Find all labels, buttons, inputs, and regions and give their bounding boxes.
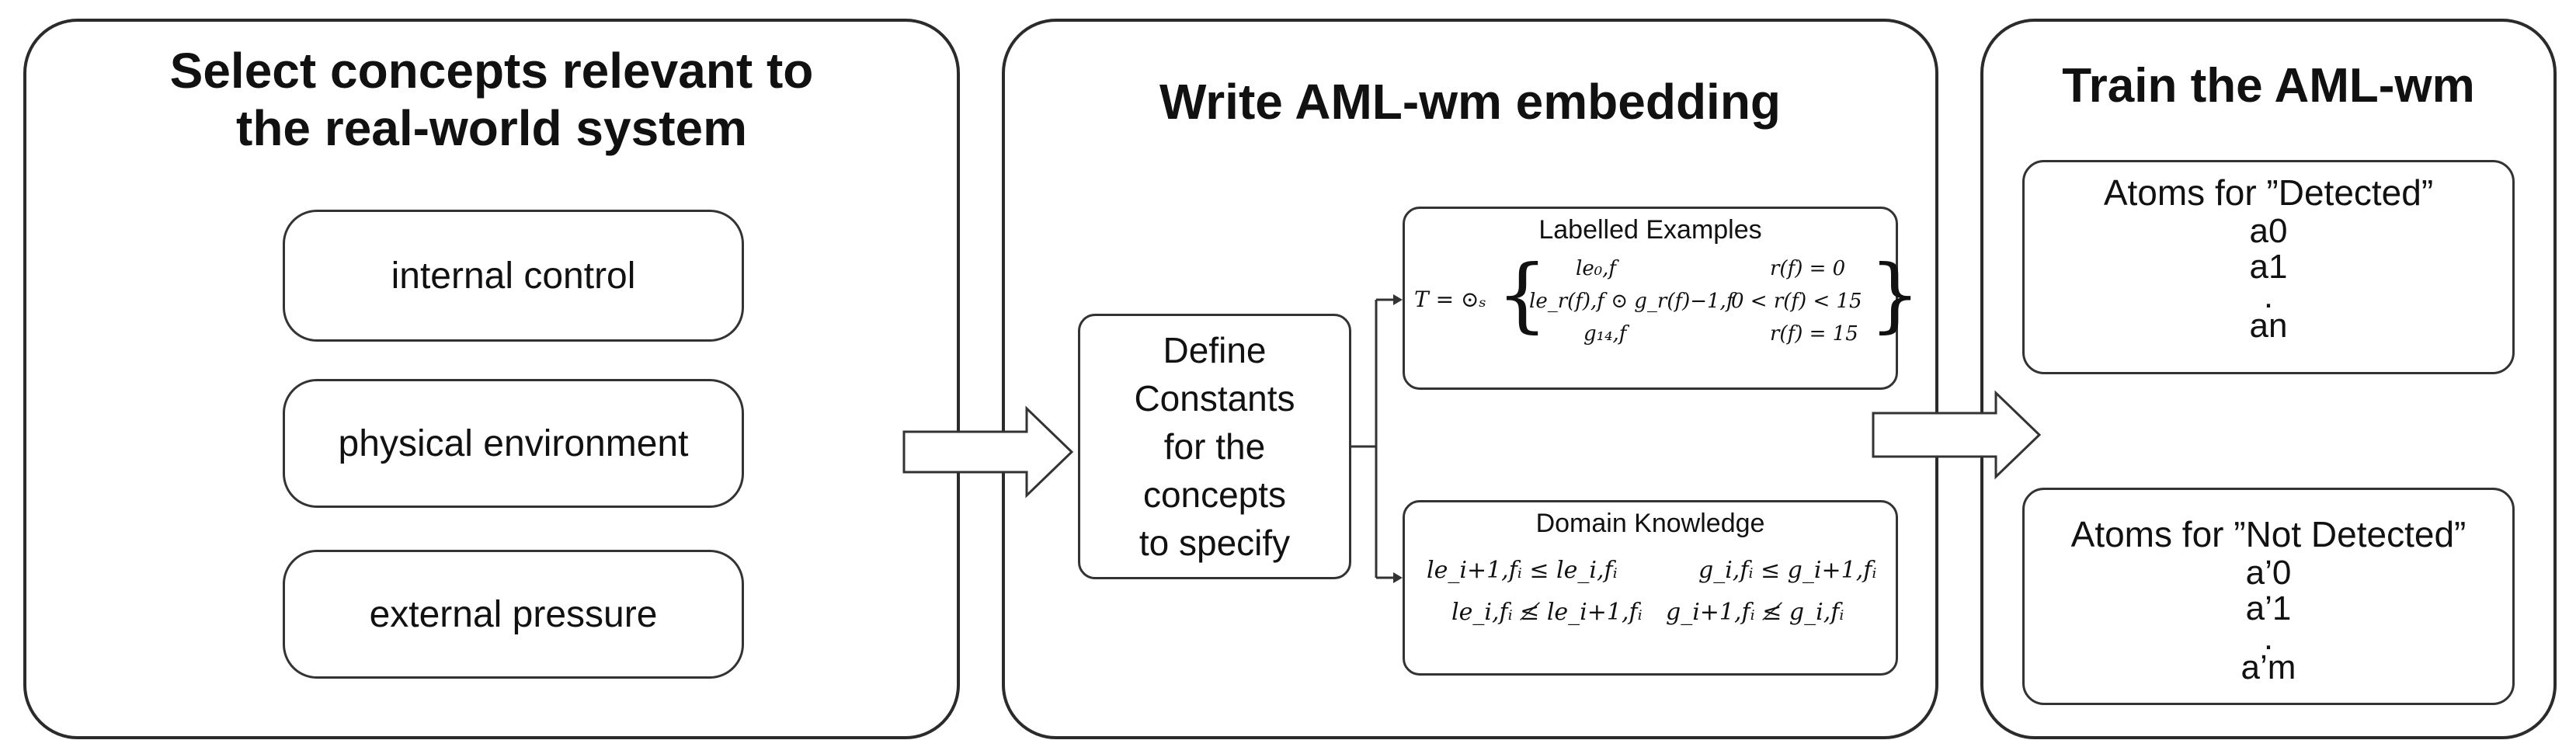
define-line: Define (1163, 330, 1267, 370)
domain-row1-left: le_i+1,fᵢ ≤ le_i,fᵢ (1427, 557, 1618, 584)
labelled-expr-1: le_r(f),f ⊙ g_r(f)−1,f (1529, 290, 1734, 313)
panel-title: Train the AML-wm (2062, 59, 2475, 113)
labelled-brace-close: } (1869, 247, 1921, 342)
panel-title-line2: the real-world system (236, 100, 747, 156)
arrowhead-top (1393, 294, 1403, 305)
concept-external-pressure: external pressure (283, 550, 744, 679)
atom-item: . (2263, 619, 2274, 657)
labelled-examples-box: Labelled Examples T = ⊙ₛ { le₀,f r(f) = … (1403, 207, 1921, 390)
atom-item: a’1 (2245, 589, 2292, 627)
define-constants-box: Define Constants for the concepts to spe… (1078, 314, 1351, 579)
define-line: Constants (1134, 378, 1295, 419)
labelled-examples-header: Labelled Examples (1538, 215, 1762, 245)
atoms-detected-box: Atoms for ”Detected” a0 a1 . an (2022, 160, 2515, 374)
arrowhead-bottom (1393, 572, 1403, 583)
concept-internal-control: internal control (283, 210, 744, 342)
domain-knowledge-header: Domain Knowledge (1535, 509, 1765, 538)
atoms-not-detected-header: Atoms for ”Not Detected” (2070, 514, 2466, 554)
labelled-expr-2: g₁₄,f (1583, 322, 1627, 346)
block-arrow-1 (902, 405, 1074, 499)
domain-row2-right: g_i+1,fᵢ ≰ g_i,fᵢ (1666, 599, 1844, 626)
labelled-cond-0: r(f) = 0 (1770, 257, 1846, 280)
atom-item: a’m (2241, 648, 2296, 686)
block-arrow-2 (1872, 390, 2042, 480)
atoms-detected-header: Atoms for ”Detected” (2103, 172, 2434, 213)
atom-item: a0 (2249, 212, 2288, 250)
labelled-expr-0: le₀,f (1576, 257, 1617, 280)
domain-knowledge-box: Domain Knowledge le_i+1,fᵢ ≤ le_i,fᵢ g_i… (1403, 500, 1898, 676)
atoms-not-detected-box: Atoms for ”Not Detected” a’0 a’1 . a’m (2022, 488, 2515, 705)
atom-item: a’0 (2245, 554, 2292, 592)
define-line: concepts (1142, 474, 1287, 515)
labelled-cond-1: 0 < r(f) < 15 (1731, 290, 1862, 313)
labelled-brace: { (1497, 247, 1549, 342)
define-line: to specify (1139, 523, 1291, 563)
domain-row1-right: g_i,fᵢ ≤ g_i+1,fᵢ (1698, 557, 1877, 584)
atom-item: a1 (2249, 248, 2288, 286)
atom-item: an (2249, 307, 2288, 345)
domain-row2-left: le_i,fᵢ ≰ le_i+1,fᵢ (1451, 599, 1643, 626)
define-line: for the (1163, 426, 1266, 467)
panel-title-line1: Select concepts relevant to (169, 43, 814, 99)
labelled-lhs: T = ⊙ₛ (1414, 287, 1486, 312)
labelled-cond-2: r(f) = 15 (1770, 322, 1858, 346)
concept-physical-environment: physical environment (283, 379, 744, 508)
atom-item: . (2263, 277, 2274, 315)
panel-title: Write AML-wm embedding (1159, 74, 1781, 130)
